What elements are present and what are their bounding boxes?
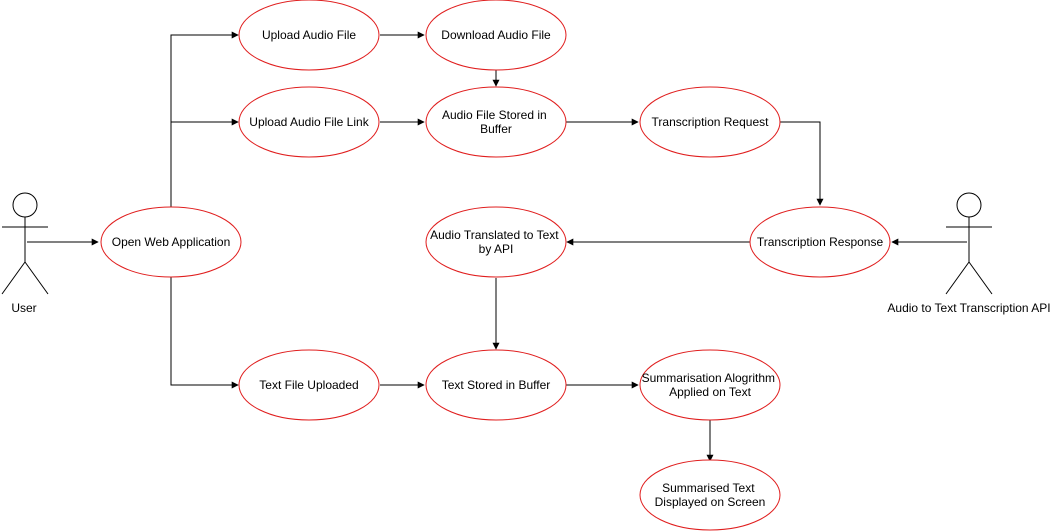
node-label: Audio File Stored in Buffer	[442, 108, 550, 136]
node-label: Summarised Text Displayed on Screen	[655, 481, 766, 509]
actor-api: Audio to Text Transcription API	[887, 192, 1051, 315]
node-label: Open Web Application	[112, 235, 231, 249]
node-text-stored-in-buffer: Text Stored in Buffer	[425, 349, 567, 421]
stick-figure-icon	[945, 192, 993, 295]
edge-transcription-request-to-response	[780, 121, 824, 206]
actor-user-label: User	[11, 301, 36, 315]
node-label: Upload Audio File Link	[249, 115, 369, 129]
edge-open-web-app-to-upload-audio-file	[170, 31, 239, 208]
node-audio-file-stored: Audio File Stored in Buffer	[425, 86, 567, 158]
actor-user: User	[1, 192, 49, 315]
node-label: Audio Translated to Text by API	[430, 228, 562, 256]
node-label: Upload Audio File	[262, 28, 356, 42]
node-label: Download Audio File	[441, 28, 551, 42]
node-summarised-text: Summarised Text Displayed on Screen	[639, 459, 781, 531]
node-transcription-request: Transcription Request	[639, 86, 781, 158]
node-label: Text Stored in Buffer	[442, 378, 551, 392]
node-summarisation-algorithm: Summarisation Alogrithm Applied on Text	[639, 349, 781, 421]
node-label: Transcription Response	[757, 235, 884, 249]
node-upload-audio-file-link: Upload Audio File Link	[238, 86, 380, 158]
node-label: Text File Uploaded	[259, 378, 358, 392]
node-text-file-uploaded: Text File Uploaded	[238, 349, 380, 421]
edge-open-web-app-to-text-file-uploaded	[170, 277, 239, 389]
node-label: Summarisation Alogrithm Applied on Text	[642, 371, 779, 399]
edges	[27, 31, 967, 462]
node-download-audio-file: Download Audio File	[425, 0, 567, 71]
node-open-web-application: Open Web Application	[100, 206, 242, 278]
node-transcription-response: Transcription Response	[749, 206, 891, 278]
actor-api-label: Audio to Text Transcription API	[887, 301, 1050, 315]
node-upload-audio-file: Upload Audio File	[238, 0, 380, 71]
node-label: Transcription Request	[652, 115, 770, 129]
node-audio-translated: Audio Translated to Text by API	[425, 206, 567, 278]
stick-figure-icon	[1, 192, 49, 295]
